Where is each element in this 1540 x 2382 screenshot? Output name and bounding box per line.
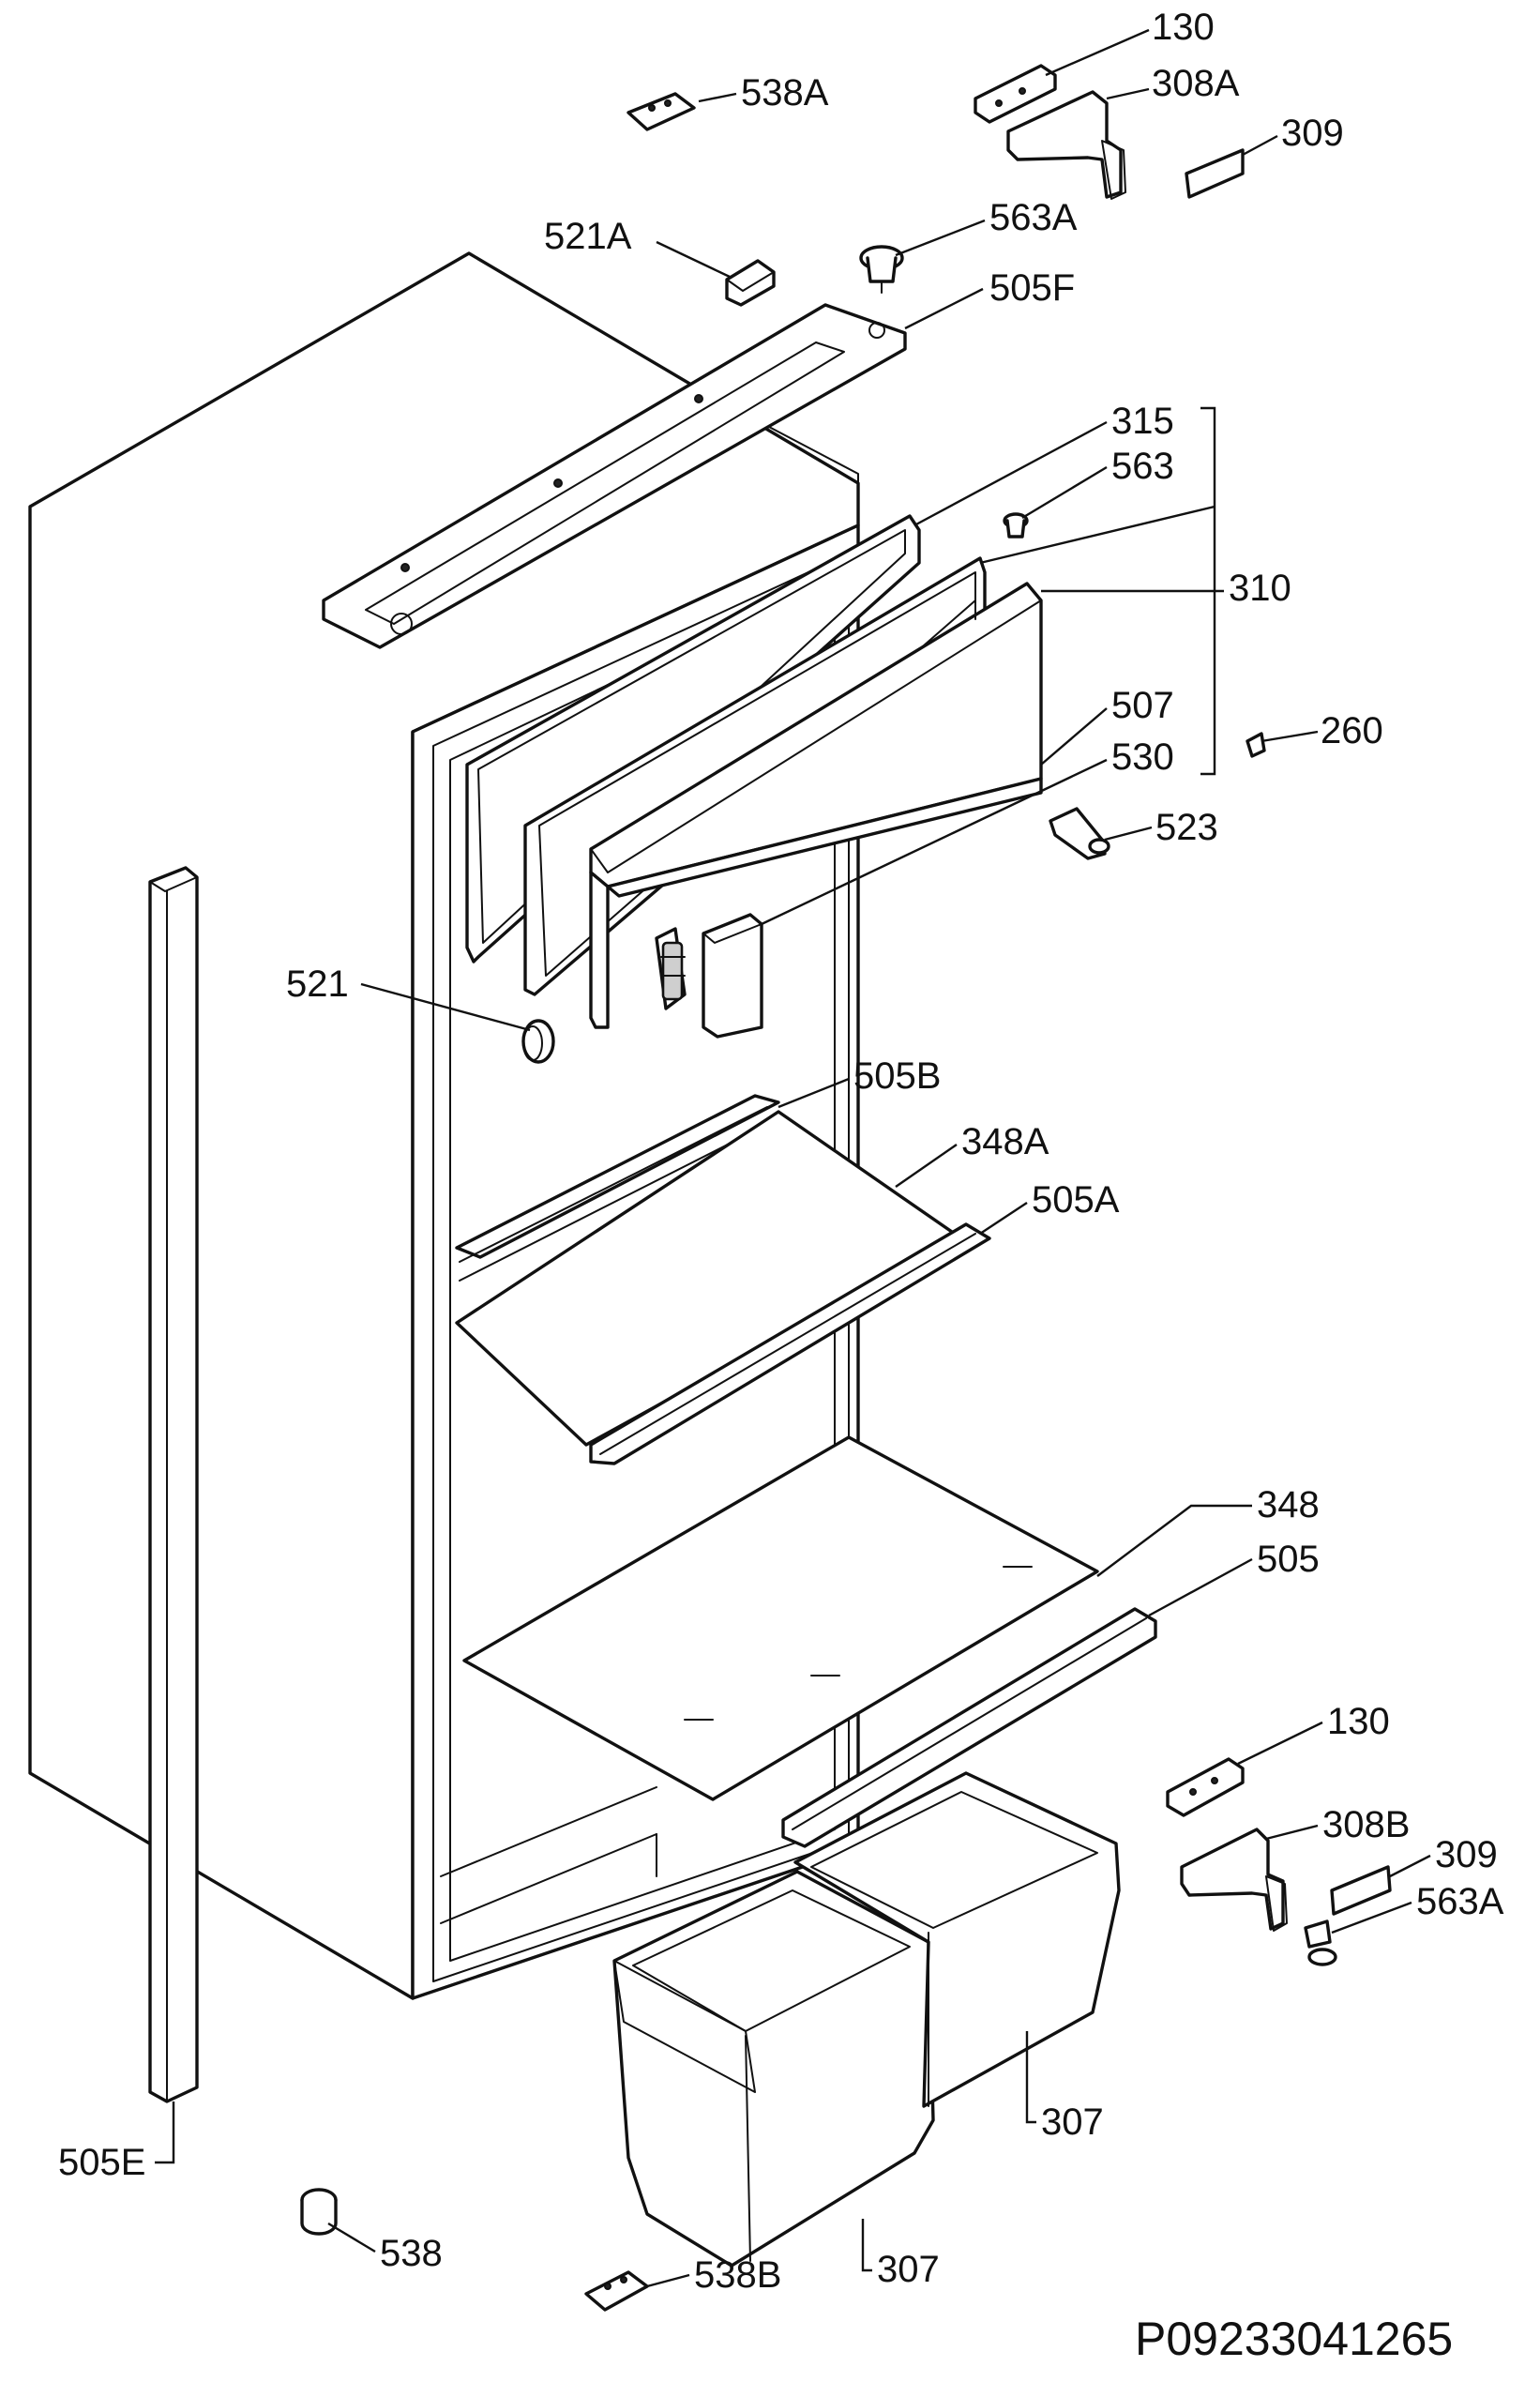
leader-lines bbox=[155, 28, 1431, 2288]
label-521: 521 bbox=[286, 963, 349, 1005]
diagram-code: P09233041265 bbox=[1135, 2313, 1453, 2365]
label-507: 507 bbox=[1111, 685, 1174, 726]
part-308a-top-hinge bbox=[1006, 90, 1126, 200]
label-523: 523 bbox=[1155, 807, 1218, 848]
label-538b: 538B bbox=[694, 2254, 781, 2296]
part-309-bottom-cover bbox=[1330, 1865, 1392, 1916]
label-130-top: 130 bbox=[1152, 7, 1215, 48]
part-308b-bottom-hinge bbox=[1180, 1828, 1288, 1932]
part-505-shelf-trim bbox=[781, 1607, 1157, 1848]
label-505e: 505E bbox=[58, 2142, 145, 2183]
label-348a: 348A bbox=[961, 1121, 1049, 1162]
callout-labels: 130 538A 308A 309 521A 563A 505F 315 563… bbox=[58, 7, 1504, 2296]
part-538b-bottom-clip bbox=[584, 2270, 649, 2312]
part-307-left-bin bbox=[612, 1870, 935, 2268]
label-505a: 505A bbox=[1032, 1179, 1120, 1221]
label-260: 260 bbox=[1321, 710, 1383, 751]
label-310: 310 bbox=[1229, 568, 1291, 609]
part-538-foot bbox=[300, 2188, 338, 2236]
label-563a-bottom: 563A bbox=[1416, 1881, 1504, 1922]
part-523-latch bbox=[1049, 807, 1110, 860]
label-308a: 308A bbox=[1152, 63, 1240, 104]
part-130-bottom-bracket bbox=[1166, 1757, 1245, 1817]
part-307-right-bin bbox=[793, 1771, 1121, 2108]
part-521-cap bbox=[521, 1019, 555, 1064]
part-260-clip bbox=[1246, 732, 1266, 758]
label-309-bottom: 309 bbox=[1435, 1834, 1498, 1875]
part-530-door-handle bbox=[702, 913, 763, 1039]
label-530: 530 bbox=[1111, 736, 1174, 778]
label-505b: 505B bbox=[853, 1055, 941, 1097]
part-310-door-panel bbox=[589, 582, 1043, 1029]
label-563a-top: 563A bbox=[989, 197, 1078, 238]
label-505f: 505F bbox=[989, 267, 1075, 309]
part-521a-top-cap bbox=[725, 259, 776, 307]
label-308b: 308B bbox=[1322, 1804, 1410, 1845]
bracket-310 bbox=[1200, 406, 1224, 776]
part-563a-top-screw bbox=[859, 245, 904, 294]
label-130-bottom: 130 bbox=[1327, 1701, 1390, 1742]
label-348: 348 bbox=[1257, 1484, 1320, 1525]
label-521a: 521A bbox=[544, 216, 632, 257]
label-307-left: 307 bbox=[877, 2249, 940, 2290]
part-563a-bottom-screw bbox=[1304, 1919, 1337, 1966]
label-309-top: 309 bbox=[1281, 113, 1344, 154]
part-130-top-bracket bbox=[974, 64, 1057, 124]
part-505f-top-rail bbox=[322, 303, 907, 649]
label-538a: 538A bbox=[741, 72, 829, 114]
part-309-top-cover bbox=[1185, 148, 1245, 199]
part-538a-top-clip bbox=[627, 92, 696, 131]
label-505: 505 bbox=[1257, 1539, 1320, 1580]
part-348-glass-shelf bbox=[462, 1435, 1099, 1801]
part-563-screw bbox=[1003, 512, 1029, 539]
label-307-right: 307 bbox=[1041, 2101, 1104, 2143]
label-315: 315 bbox=[1111, 401, 1174, 442]
part-505e-trim-strip bbox=[148, 866, 199, 2103]
label-538: 538 bbox=[380, 2233, 443, 2274]
part-505a-shelf-trim bbox=[589, 1222, 991, 1465]
part-507-hinge-bar bbox=[655, 927, 687, 1010]
label-563: 563 bbox=[1111, 446, 1174, 487]
